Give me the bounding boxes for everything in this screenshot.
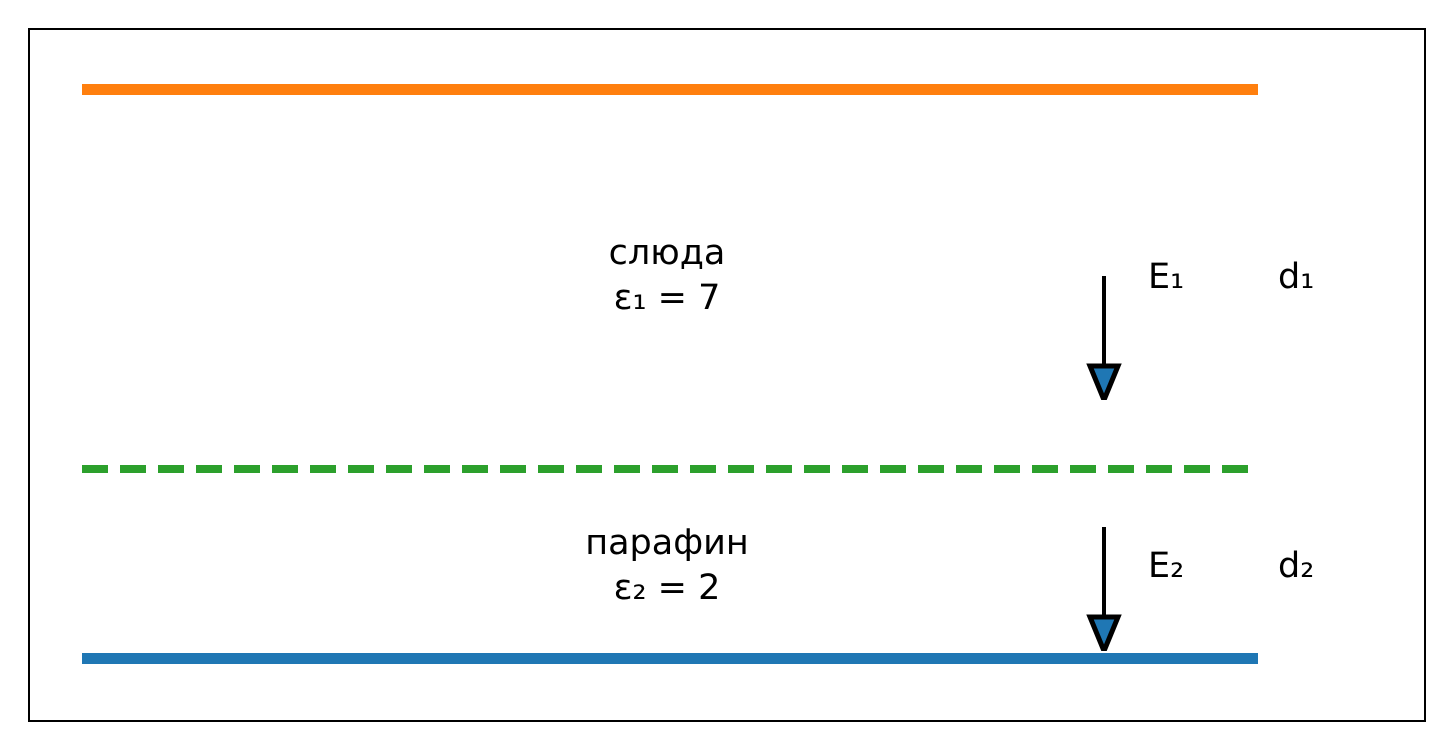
layer-2-permittivity: ε₂ = 2 [613,568,721,608]
capacitor-plate-bottom [82,653,1258,664]
field-arrow-e2 [1086,527,1122,651]
field-label-e1: E₁ [1148,257,1185,297]
layer-2-label-group: парафин ε₂ = 2 [585,521,749,611]
layer-1-label-group: слюда ε₁ = 7 [609,231,726,321]
field-arrow-e1 [1086,276,1122,400]
diagram-border [28,28,1426,722]
capacitor-plate-top [82,84,1258,95]
layer-1-permittivity: ε₁ = 7 [613,278,721,318]
thickness-label-d1: d₁ [1278,257,1315,297]
dielectric-interface-line [82,465,1258,473]
thickness-label-d2: d₂ [1278,546,1315,586]
layer-1-material-name: слюда [608,233,726,273]
layer-2-material-name: парафин [585,523,749,563]
field-label-e2: E₂ [1148,546,1185,586]
